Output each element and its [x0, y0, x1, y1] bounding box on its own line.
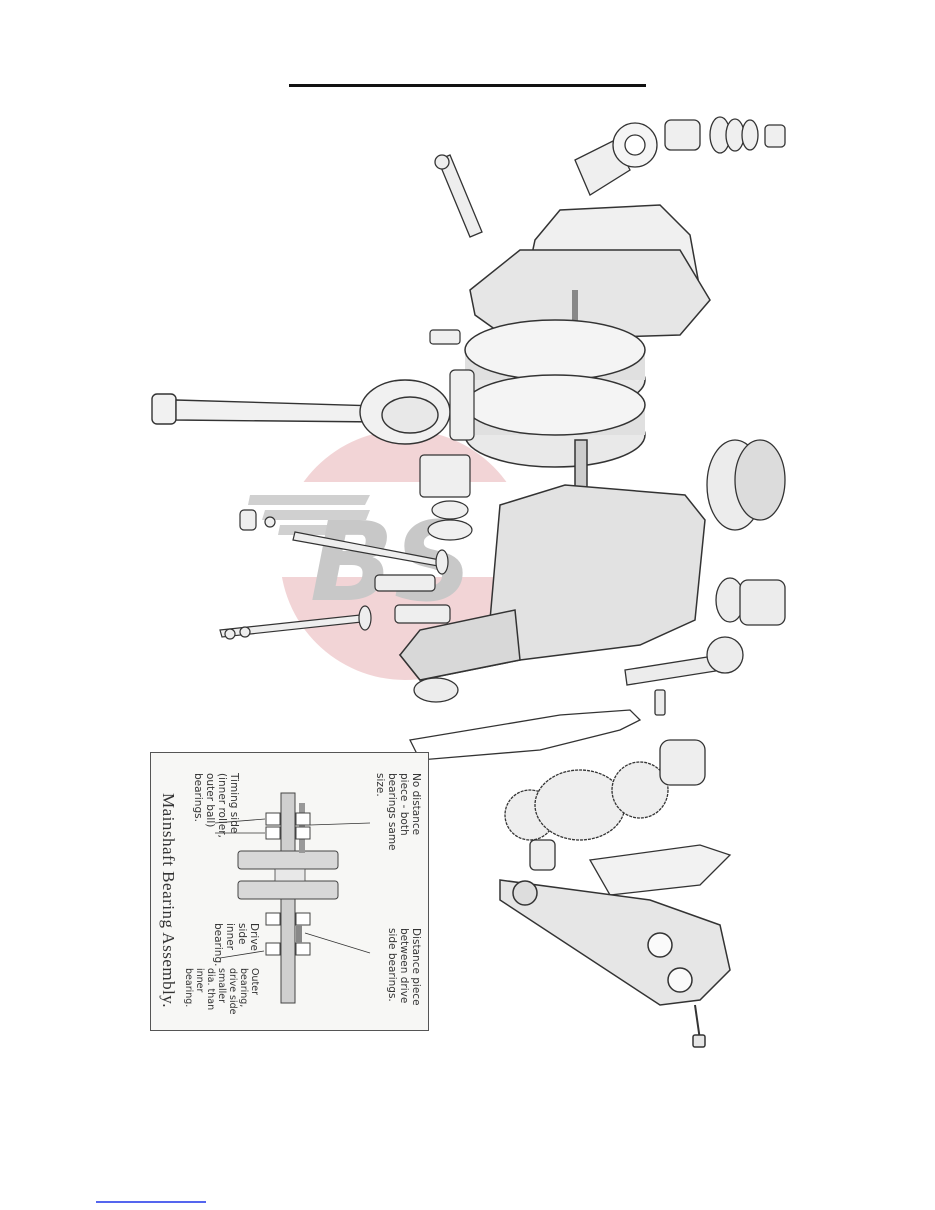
label-outer-bearing: Outer bearing, drive side smaller dia. t…	[183, 968, 260, 1015]
bearing-diagram	[214, 792, 371, 1004]
crankcase-drive-side	[469, 204, 711, 350]
connecting-rod	[151, 379, 451, 445]
inset-caption: Mainshaft Bearing Assembly.	[159, 793, 178, 1008]
timing-plate	[588, 844, 732, 896]
mainshaft-bearing-inset: Distance piece between drive side bearin…	[150, 752, 429, 1031]
flywheels	[464, 319, 646, 491]
label-timing-side: Timing side (inner roller, outer ball) b…	[192, 773, 240, 838]
big-end-parts	[419, 329, 475, 541]
label-drive-side-inner: Drive side inner bearing.	[212, 923, 260, 967]
label-no-distance-piece: No distance piece - both bearings same s…	[374, 773, 422, 851]
footer-link-underline[interactable]	[96, 1201, 206, 1203]
crankcase-timing-side	[398, 484, 706, 681]
timing-cover	[499, 879, 731, 1048]
title-rule	[289, 84, 646, 87]
engine-sprocket-assembly	[574, 116, 786, 196]
timing-gears	[504, 739, 706, 871]
timing-cover-gasket	[409, 709, 642, 761]
label-distance-piece: Distance piece between drive side bearin…	[386, 928, 422, 1006]
oil-valve	[434, 154, 483, 238]
exploded-engine-illustration: BS	[120, 100, 820, 1060]
inset-rotated-content: Distance piece between drive side bearin…	[151, 753, 428, 1030]
engine-drawing: BS	[151, 116, 786, 1048]
tappets-and-pushrods	[219, 509, 451, 640]
oil-pump-assembly	[413, 439, 786, 716]
